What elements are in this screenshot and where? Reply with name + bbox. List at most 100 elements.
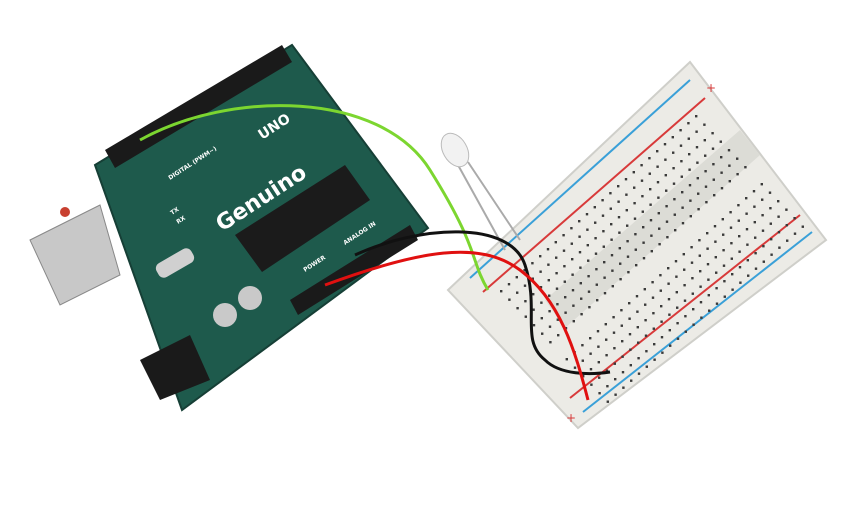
breadboard-hole (673, 198, 676, 201)
breadboard-hole (689, 215, 692, 218)
breadboard-hole (637, 357, 640, 360)
breadboard-hole (650, 234, 653, 237)
breadboard-hole (663, 143, 667, 146)
breadboard-hole (730, 242, 733, 245)
breadboard-hole (668, 329, 671, 332)
breadboard-hole (606, 400, 609, 403)
breadboard-hole (524, 300, 527, 303)
red-wire (324, 250, 590, 401)
breadboard-hole (548, 325, 552, 328)
breadboard-hole (636, 326, 639, 329)
breadboard-hole (722, 249, 725, 252)
breadboard-hole (667, 298, 671, 301)
breadboard-hole (684, 330, 687, 333)
breadboard-hole (540, 317, 543, 320)
breadboard-hole (713, 194, 716, 197)
breadboard-hole (699, 301, 703, 304)
breadboard-hole (722, 264, 726, 267)
breadboard-hole (532, 324, 536, 327)
breadboard-hole (633, 217, 637, 220)
breadboard-hole (578, 251, 582, 254)
breadboard-hole (548, 294, 551, 297)
breadboard-hole (729, 226, 733, 229)
breadboard-hole (580, 313, 583, 316)
breadboard-hole (580, 297, 583, 300)
breadboard-hole (736, 157, 739, 160)
breadboard-hole (652, 312, 655, 315)
breadboard-hole (634, 233, 637, 236)
breadboard-hole (657, 196, 660, 199)
breadboard-hole (706, 232, 709, 235)
breadboard-hole (668, 313, 671, 316)
breadboard-hole (675, 275, 678, 278)
breadboard-hole (570, 227, 573, 230)
breadboard-hole (712, 178, 715, 181)
breadboard-hole (585, 213, 589, 216)
breadboard-hole (629, 364, 632, 367)
breadboard-hole (515, 276, 518, 279)
breadboard-hole (703, 123, 706, 126)
breadboard-hole (728, 180, 731, 183)
breadboard-hole (532, 308, 535, 311)
plus-label: + (566, 411, 576, 425)
breadboard-hole (664, 174, 667, 177)
breadboard-hole (681, 191, 684, 194)
breadboard-hole (645, 350, 648, 353)
breadboard-hole (531, 277, 534, 280)
breadboard-hole (586, 244, 589, 247)
breadboard-hole (611, 269, 614, 272)
breadboard-hole (682, 253, 685, 256)
breadboard-hole (696, 161, 699, 164)
breadboard-hole (604, 323, 607, 326)
breadboard-hole (691, 277, 694, 280)
breadboard-hole (703, 139, 706, 142)
breadboard-hole (745, 197, 748, 200)
breadboard-hole (667, 267, 670, 270)
breadboard-hole (746, 243, 749, 246)
breadboard-hole (618, 247, 621, 250)
breadboard-hole (653, 343, 656, 346)
breadboard-hole (785, 208, 788, 211)
breadboard-hole (665, 205, 668, 208)
breadboard-hole (681, 206, 684, 209)
breadboard-hole (671, 136, 674, 139)
breadboard-hole (562, 249, 566, 252)
breadboard-hole (532, 293, 535, 296)
breadboard-hole (683, 299, 687, 302)
breadboard-hole (744, 166, 747, 169)
breadboard-hole (601, 199, 604, 202)
breadboard-hole (642, 226, 645, 229)
breadboard-hole (619, 262, 622, 265)
breadboard-hole (539, 255, 542, 258)
breadboard-hole (539, 286, 543, 289)
breadboard-hole (753, 221, 756, 224)
breadboard-hole (730, 257, 733, 260)
breadboard-hole (704, 185, 708, 188)
breadboard-hole (707, 294, 710, 297)
blue-rail-line (469, 79, 691, 279)
breadboard-hole (752, 190, 756, 193)
red-rail-line (569, 214, 801, 399)
breadboard-hole (706, 263, 710, 266)
breadboard-hole (657, 212, 660, 215)
breadboard-hole (690, 261, 694, 264)
breadboard-hole (656, 165, 659, 168)
capacitor (238, 286, 262, 310)
breadboard-hole (737, 219, 740, 222)
breadboard-hole (648, 157, 651, 160)
breadboard-hole (597, 345, 600, 348)
breadboard-hole (500, 290, 503, 293)
breadboard-hole (610, 254, 614, 257)
breadboard-hole (606, 385, 609, 388)
breadboard-hole (651, 296, 655, 299)
breadboard-hole (644, 334, 648, 337)
breadboard-hole (688, 168, 691, 171)
breadboard-hole (593, 206, 596, 209)
breadboard-hole (661, 351, 664, 354)
breadboard-hole (664, 158, 667, 161)
breadboard-hole (563, 280, 566, 283)
breadboard-hole (679, 129, 682, 132)
breadboard-hole (720, 156, 723, 159)
breadboard-hole (572, 320, 575, 323)
breadboard-hole (633, 186, 636, 189)
